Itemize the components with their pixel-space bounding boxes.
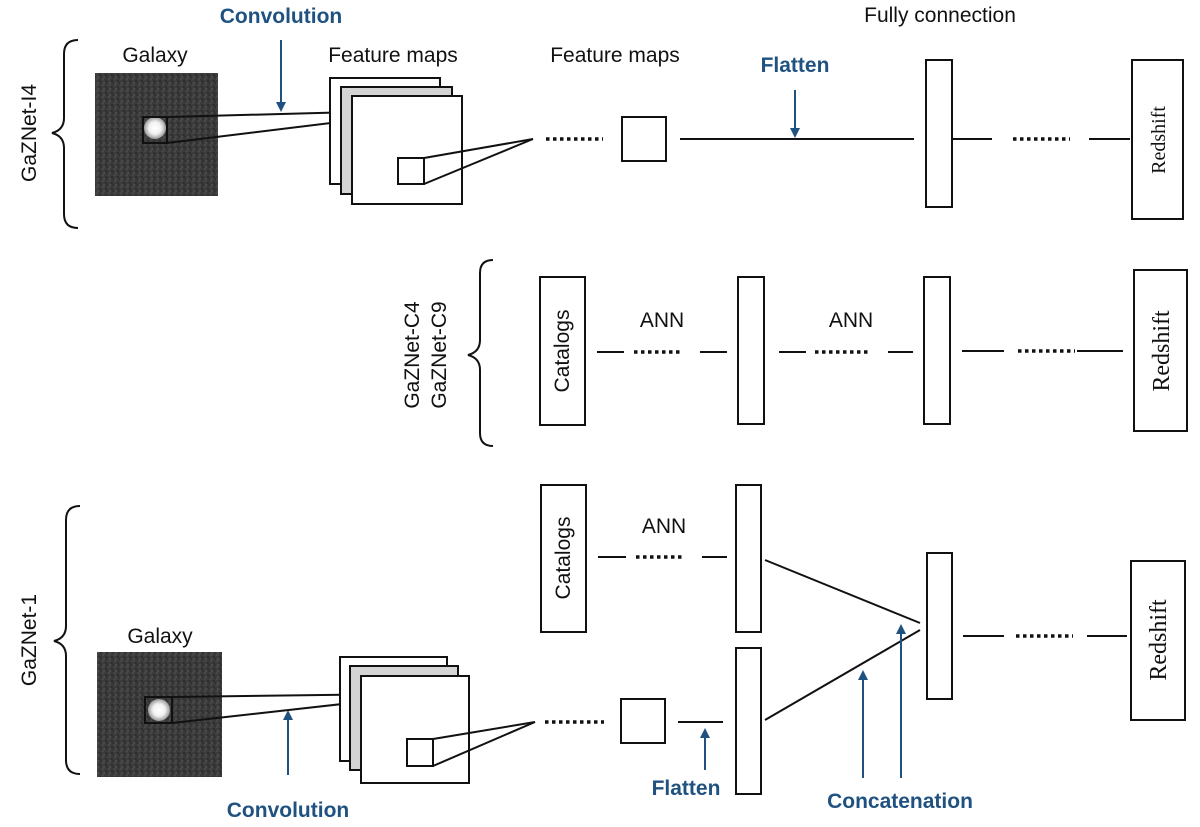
feature-maps-label-1: Feature maps	[328, 44, 458, 67]
brace-i4	[51, 39, 79, 229]
galaxy-label-top: Galaxy	[122, 44, 188, 67]
redshift-output-top	[1131, 59, 1184, 220]
dense-layer-mid-1	[737, 276, 765, 425]
galaxy-image-top	[95, 73, 218, 196]
model-label-i4: GaZNet-I4	[18, 84, 41, 182]
model-label-c4: GaZNet-C4	[401, 301, 424, 409]
galaxy-label-bottom: Galaxy	[127, 625, 193, 648]
redshift-label-mid: Redshift	[1149, 310, 1175, 392]
catalogs-box-bottom	[540, 484, 587, 633]
redshift-label-bottom: Redshift	[1146, 599, 1172, 681]
feature-map-stack-top	[329, 77, 463, 205]
feature-map-small-top	[621, 116, 667, 162]
feature-map-small-bottom	[620, 698, 666, 744]
catalogs-label-bottom: Catalogs	[552, 517, 575, 600]
fully-connection-label: Fully connection	[864, 4, 1016, 27]
feature-maps-label-2: Feature maps	[550, 44, 680, 67]
dense-layer-top	[925, 59, 953, 208]
flatten-label-top: Flatten	[761, 54, 830, 77]
row-gaznet-1: GaZNet-1 Catalogs ANN Galaxy Convolution	[18, 484, 1186, 822]
catalogs-label-mid: Catalogs	[551, 310, 574, 393]
flatten-label-bottom: Flatten	[652, 777, 721, 800]
ann-label-bottom: ANN	[642, 515, 686, 538]
brace-c4-c9	[467, 259, 494, 447]
model-label-gaznet-1: GaZNet-1	[18, 594, 41, 686]
convolution-label-top: Convolution	[220, 5, 342, 28]
brace-gaznet-1	[53, 505, 81, 775]
redshift-output-bottom	[1130, 560, 1186, 721]
ann-label-mid-1: ANN	[640, 309, 684, 332]
catalogs-box-mid	[539, 276, 586, 426]
feature-map-stack-bottom	[339, 656, 470, 784]
concatenation-label: Concatenation	[827, 790, 973, 813]
redshift-label-top: Redshift	[1148, 106, 1170, 174]
row-gaznet-i4: GaZNet-I4 Galaxy Convolution Feature map…	[18, 4, 1184, 229]
dense-layer-mid-2	[923, 276, 951, 425]
redshift-output-mid	[1133, 269, 1188, 432]
row-gaznet-c4-c9: GaZNet-C4 GaZNet-C9 Catalogs ANN ANN Red…	[401, 259, 1188, 447]
convolution-label-bottom: Convolution	[227, 799, 349, 822]
dense-layer-bottom-lower	[735, 647, 762, 795]
dense-layer-bottom-upper	[735, 484, 762, 633]
dense-layer-concatenated	[926, 552, 953, 700]
ann-label-mid-2: ANN	[829, 309, 873, 332]
galaxy-image-bottom	[97, 652, 222, 777]
model-label-c9: GaZNet-C9	[428, 301, 451, 408]
